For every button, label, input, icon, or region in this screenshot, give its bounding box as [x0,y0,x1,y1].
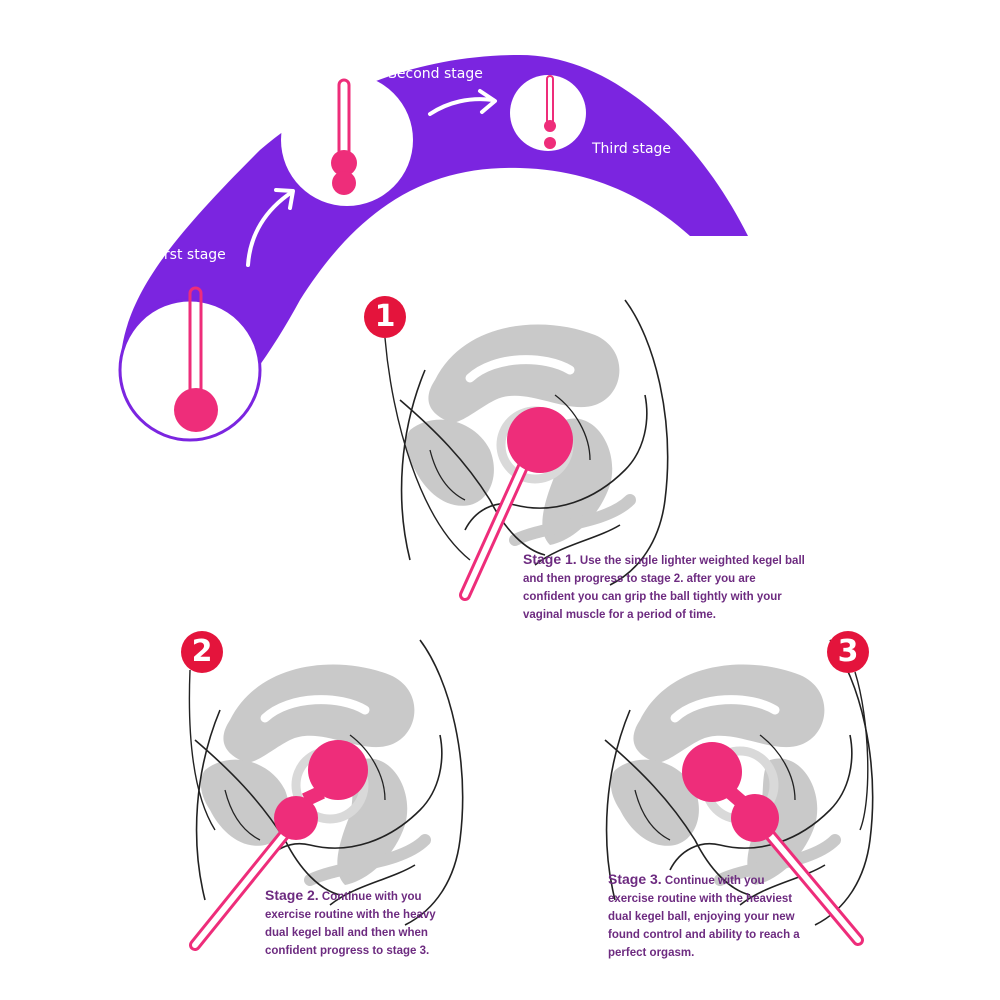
arrow-icon [428,89,497,116]
stage-3-title: Stage 3. [608,871,662,887]
stage-1-caption: Stage 1. Use the single lighter weighted… [523,550,808,624]
badge-3 [827,631,869,831]
first-stage-label: First stage [153,247,226,263]
stage-3-text: Continue with you exercise routine with … [608,875,800,959]
stage-3-caption: Stage 3. Continue with you exercise rout… [608,870,813,962]
stage-1-title: Stage 1. [523,551,577,567]
dual-ball-icon [331,78,357,195]
badge-1 [364,296,471,561]
stage-1-text: Use the single lighter weighted kegel ba… [523,555,805,621]
second-stage-circle [281,74,413,206]
stage-2-number: 2 [191,634,213,669]
small-dual-ball-icon [544,75,556,149]
stage-3-number: 3 [837,634,859,669]
stage-1-number: 1 [374,299,396,334]
stage-2-title: Stage 2. [265,887,319,903]
stage-3-kegel [682,742,864,946]
stage-1-kegel [459,407,573,601]
badge-2 [181,631,223,831]
stage-2-text: Continue with you exercise routine with … [265,891,436,957]
second-stage-label: Second stage [388,66,483,82]
stage-2-caption: Stage 2. Continue with you exercise rout… [265,886,455,960]
progress-arc [120,55,748,440]
stage-2-kegel [189,740,368,951]
arrow-icon [246,188,295,267]
third-stage-label: Third stage [592,141,672,157]
single-ball-icon [174,286,218,432]
